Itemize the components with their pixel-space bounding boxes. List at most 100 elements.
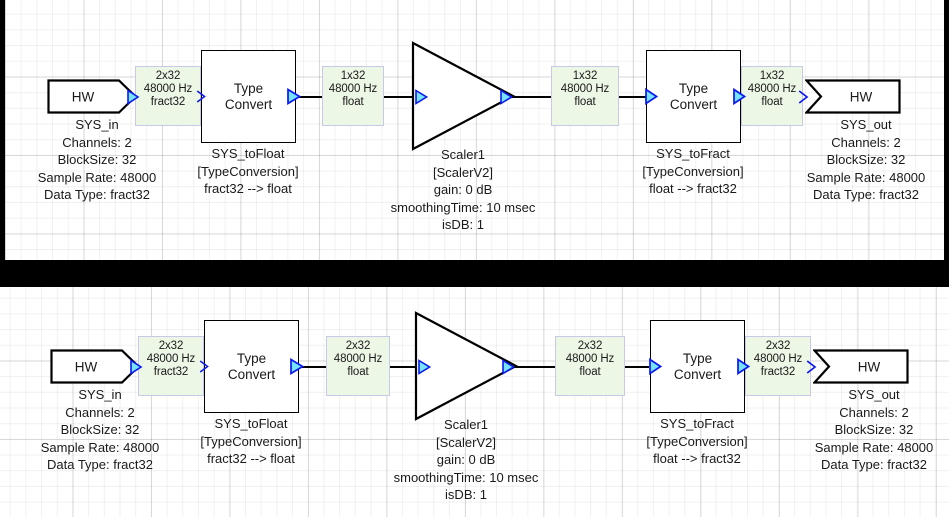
sys-in-prop-samplerate: Sample Rate: 48000 [40, 439, 160, 455]
sys-in-prop-blocksize: BlockSize: 32 [57, 152, 137, 167]
sys-out-prop-samplerate: Sample Rate: 48000 [806, 169, 926, 185]
tofract-output-port-icon[interactable] [732, 87, 747, 110]
node-sys-tofloat[interactable]: Type Convert [201, 50, 296, 143]
tofloat-input-port-icon[interactable] [196, 90, 206, 108]
node2-sys-tofloat[interactable]: Type Convert [204, 320, 299, 413]
sys-in-annotation: SYS_in Channels: 2 BlockSize: 32 Sample … [0, 386, 240, 474]
tofract-input-port-icon[interactable] [648, 357, 663, 380]
sys-in-prop-samplerate: Sample Rate: 48000 [37, 169, 157, 185]
signal-3-rate: 48000 Hz [560, 83, 610, 96]
sys-out-prop-blocksize: BlockSize: 32 [834, 422, 914, 437]
sys-out-prop-channels: Channels: 2 [831, 134, 901, 150]
sys-out-input-port-icon[interactable] [798, 90, 809, 109]
sys-in-output-port-icon[interactable] [129, 359, 143, 380]
scaler-annotation: Scaler1 [ScalerV2] gain: 0 dB smoothingT… [343, 146, 583, 234]
sys-in-block-label: HW [74, 359, 98, 374]
node-sys-in[interactable]: HW [47, 79, 137, 114]
tofloat-conversion: fract32 --> float [204, 181, 292, 196]
tofract-conversion: float --> fract32 [649, 181, 737, 196]
tofract-name: SYS_toFract [656, 146, 730, 161]
node2-sys-out[interactable]: HW [813, 349, 909, 384]
node2-sys-in[interactable]: HW [50, 349, 140, 384]
sys-out-name: SYS_out [848, 387, 900, 402]
signal-label-2[interactable]: 2x32 48000 Hz float [326, 336, 390, 396]
scaler-output-port-icon[interactable] [499, 89, 514, 110]
tofloat-annotation: SYS_toFloat [TypeConversion] fract32 -->… [146, 415, 356, 468]
scaler-input-port-icon[interactable] [414, 89, 429, 110]
signal-label-4[interactable]: 1x32 48000 Hz float [741, 66, 803, 126]
tofloat-block-label: Type Convert [205, 351, 298, 383]
signal-1-type: fract32 [150, 96, 186, 109]
sys-out-block-label: HW [857, 359, 881, 374]
signal-2-dims: 1x32 [340, 70, 366, 82]
scaler-prop-isdb: isDB: 1 [442, 217, 484, 232]
sys-out-prop-blocksize: BlockSize: 32 [826, 152, 906, 167]
tofloat-label-line2: Convert [227, 366, 276, 382]
signal-label-1[interactable]: 2x32 48000 Hz fract32 [135, 66, 201, 126]
scaler-prop-smoothingtime: smoothingTime: 10 msec [393, 469, 539, 485]
wire2-tofloat-to-sig2 [296, 366, 326, 368]
signal-4-rate: 48000 Hz [747, 83, 797, 96]
wire-sig2-to-scaler [383, 96, 413, 98]
tofloat-label-line1: Type [236, 350, 267, 366]
signal-2-dims: 2x32 [345, 340, 371, 352]
wire-sig3-to-tofract [619, 96, 647, 98]
signal-1-dims: 2x32 [155, 70, 181, 82]
sys-in-prop-channels: Channels: 2 [62, 134, 132, 150]
wire-scaler-to-sig3 [510, 96, 552, 98]
signal-label-3[interactable]: 2x32 48000 Hz float [555, 336, 625, 396]
signal-4-dims: 2x32 [765, 340, 791, 352]
wire2-sig3-to-tofract [625, 366, 649, 368]
tofract-annotation: SYS_toFract [TypeConversion] float --> f… [588, 145, 798, 198]
signal-label-2[interactable]: 1x32 48000 Hz float [322, 66, 384, 126]
tofloat-input-port-icon[interactable] [199, 360, 209, 378]
signal-label-3[interactable]: 1x32 48000 Hz float [551, 66, 619, 126]
node2-scaler1[interactable] [413, 310, 519, 422]
tofloat-name: SYS_toFloat [214, 416, 288, 431]
tofract-label-line1: Type [682, 350, 713, 366]
tofloat-conversion: fract32 --> float [207, 451, 295, 466]
scaler-name: Scaler1 [440, 147, 486, 162]
node2-sys-tofract[interactable]: Type Convert [650, 320, 745, 413]
node-sys-out[interactable]: HW [805, 79, 901, 114]
scaler-name: Scaler1 [443, 417, 489, 432]
scaler-prop-smoothingtime: smoothingTime: 10 msec [390, 199, 536, 215]
tofract-output-port-icon[interactable] [736, 357, 751, 380]
sys-out-name: SYS_out [840, 117, 892, 132]
sys-out-prop-samplerate: Sample Rate: 48000 [814, 439, 934, 455]
scaler-prop-gain: gain: 0 dB [436, 452, 496, 467]
sys-in-annotation: SYS_in Channels: 2 BlockSize: 32 Sample … [5, 116, 237, 204]
signal-1-type: fract32 [153, 366, 189, 379]
diagram-top-canvas[interactable]: HW SYS_in Channels: 2 BlockSize: 32 Samp… [5, 0, 944, 260]
tofloat-annotation: SYS_toFloat [TypeConversion] fract32 -->… [143, 145, 353, 198]
signal-label-4[interactable]: 2x32 48000 Hz fract32 [745, 336, 811, 396]
tofloat-output-port-icon[interactable] [289, 357, 305, 380]
scaler-output-port-icon[interactable] [501, 359, 516, 380]
scaler-input-port-icon[interactable] [417, 359, 432, 380]
wire2-scaler-to-sig3 [512, 366, 556, 368]
wire2-sig2-to-scaler [389, 366, 417, 368]
sys-in-output-port-icon[interactable] [126, 89, 140, 110]
tofract-annotation: SYS_toFract [TypeConversion] float --> f… [592, 415, 802, 468]
tofract-name: SYS_toFract [660, 416, 734, 431]
sys-out-input-port-icon[interactable] [806, 360, 817, 379]
node-scaler1[interactable] [410, 40, 516, 152]
diagram-divider [0, 260, 949, 287]
signal-2-type: float [342, 96, 364, 109]
tofloat-output-port-icon[interactable] [286, 87, 302, 110]
sys-out-annotation: SYS_out Channels: 2 BlockSize: 32 Sample… [744, 386, 949, 474]
sys-in-name: SYS_in [78, 387, 122, 402]
signal-3-dims: 1x32 [572, 70, 598, 82]
signal-2-rate: 48000 Hz [333, 353, 383, 366]
hw-out-shape [805, 79, 901, 114]
tofract-input-port-icon[interactable] [644, 87, 659, 110]
tofract-label-line2: Convert [673, 366, 722, 382]
diagram-bottom-canvas[interactable]: HW SYS_in Channels: 2 BlockSize: 32 Samp… [0, 287, 949, 517]
signal-4-dims: 1x32 [759, 70, 785, 82]
signal-1-rate: 48000 Hz [146, 353, 196, 366]
signal-1-dims: 2x32 [158, 340, 184, 352]
node-sys-tofract[interactable]: Type Convert [646, 50, 741, 143]
sys-in-prop-blocksize: BlockSize: 32 [60, 422, 140, 437]
tofract-type: [TypeConversion] [646, 433, 748, 449]
